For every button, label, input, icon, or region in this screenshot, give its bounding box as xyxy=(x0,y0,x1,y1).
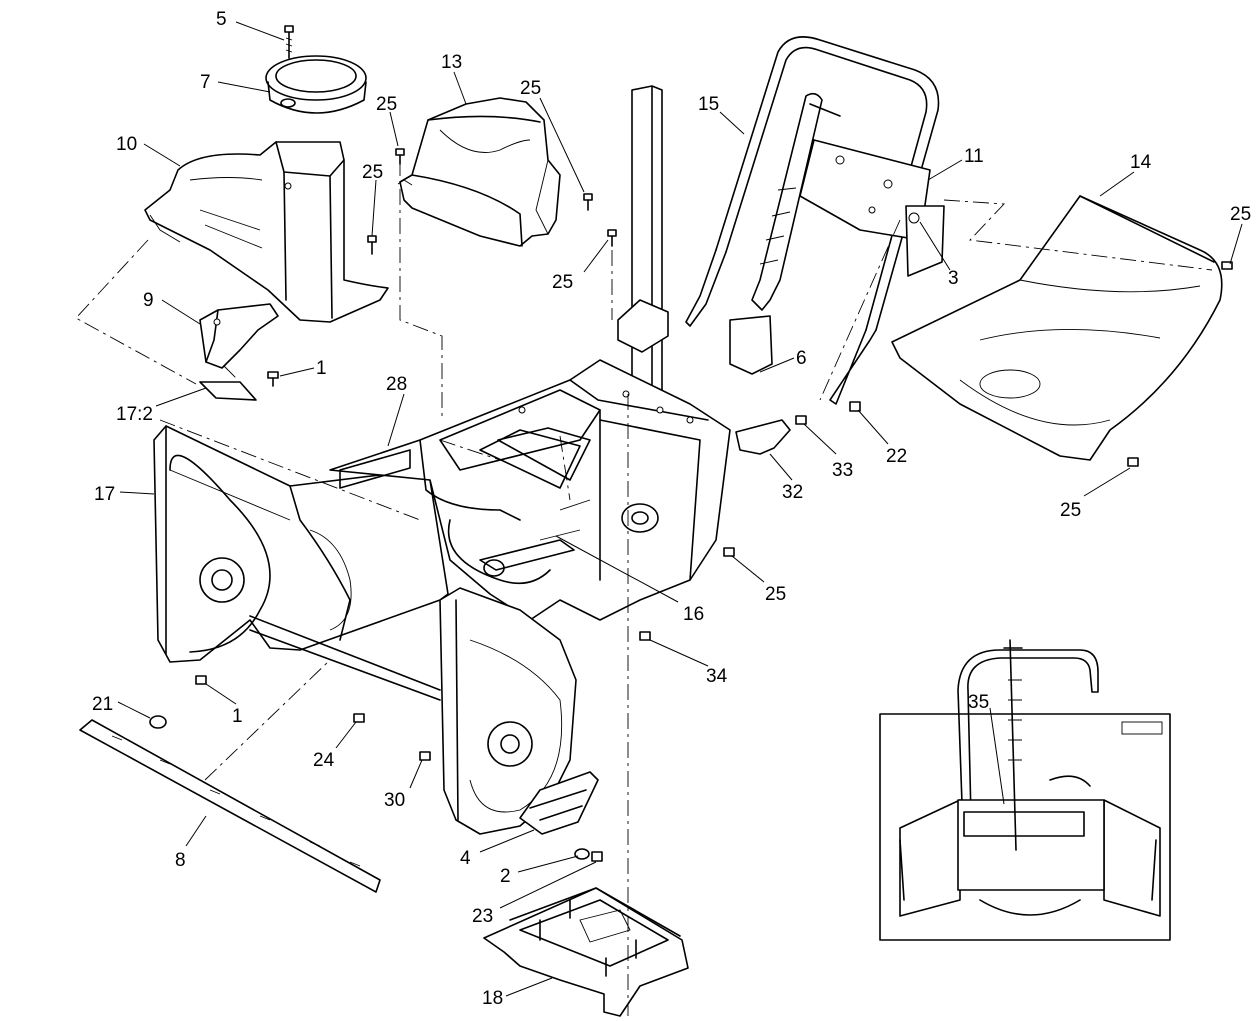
housing-side-plate xyxy=(439,587,577,835)
misc-fasteners xyxy=(195,401,1139,761)
part-21-carriage-bolt xyxy=(149,715,167,729)
callout-25-b: 25 xyxy=(362,162,383,183)
part-17-housing xyxy=(153,425,449,663)
callout-25-a: 25 xyxy=(376,94,397,115)
callout-33: 33 xyxy=(832,460,853,481)
part-15-handle xyxy=(685,36,940,405)
part-7-chute-ring xyxy=(265,55,367,114)
part-13-cover xyxy=(397,97,561,247)
part-14-shield xyxy=(891,195,1223,461)
callout-22: 22 xyxy=(886,446,907,467)
callout-13: 13 xyxy=(441,52,462,73)
callout-32: 32 xyxy=(782,482,803,503)
leader-lines xyxy=(117,21,1243,997)
callout-23: 23 xyxy=(472,906,493,927)
callout-28: 28 xyxy=(386,374,407,395)
part-5-screw xyxy=(284,25,294,59)
part-32-bracket xyxy=(735,419,791,455)
callout-9: 9 xyxy=(143,290,154,311)
callout-1-upper: 1 xyxy=(316,358,327,379)
callout-17: 17 xyxy=(94,484,115,505)
inset-view-35 xyxy=(879,639,1171,941)
part-9-deflector xyxy=(199,303,279,369)
part-1-screw-upper xyxy=(267,371,279,387)
callout-25-e: 25 xyxy=(1230,204,1251,225)
callout-25-g: 25 xyxy=(765,584,786,605)
callout-24: 24 xyxy=(313,750,335,771)
callout-35: 35 xyxy=(968,692,989,713)
assembly-lines xyxy=(75,160,1213,1016)
callout-17-2: 17:2 xyxy=(116,404,153,425)
callouts: 5 7 10 9 1 17:2 17 25 25 13 25 25 15 11 … xyxy=(92,9,1251,1009)
callout-5: 5 xyxy=(216,9,227,30)
callout-14: 14 xyxy=(1130,152,1152,173)
callout-4: 4 xyxy=(460,848,471,869)
callout-21: 21 xyxy=(92,694,113,715)
callout-3: 3 xyxy=(948,268,959,289)
callout-30: 30 xyxy=(384,790,405,811)
part-17-2-decal xyxy=(199,381,257,401)
part-8-scraper-bar xyxy=(79,719,381,893)
callout-8: 8 xyxy=(175,850,186,871)
callout-2: 2 xyxy=(500,866,511,887)
callout-7: 7 xyxy=(200,72,211,93)
callout-11: 11 xyxy=(964,146,984,167)
callout-1-lower: 1 xyxy=(232,706,243,727)
callout-6: 6 xyxy=(796,348,807,369)
part-18-base-bracket xyxy=(483,887,689,1017)
housing-bottom-edge xyxy=(249,615,441,701)
part-6-shift-rod xyxy=(729,92,841,375)
part-11-bracket xyxy=(905,205,945,277)
callout-16: 16 xyxy=(683,604,704,625)
callout-15: 15 xyxy=(698,94,719,115)
part-25-screws-top xyxy=(367,148,617,255)
callout-10: 10 xyxy=(116,134,137,155)
callout-34: 34 xyxy=(706,666,728,687)
part-4-skid-shoe xyxy=(519,771,599,835)
part-2-washer xyxy=(574,848,590,860)
part-23-nut xyxy=(591,851,603,862)
part-10-discharge-chute xyxy=(144,141,389,323)
part-25-screw-shield xyxy=(1221,261,1233,270)
callout-25-f: 25 xyxy=(1060,500,1081,521)
callout-18: 18 xyxy=(482,988,503,1009)
chute-crank-post xyxy=(617,85,669,397)
part-16-frame xyxy=(329,359,731,621)
callout-25-c: 25 xyxy=(520,78,541,99)
callout-25-d: 25 xyxy=(552,272,573,293)
